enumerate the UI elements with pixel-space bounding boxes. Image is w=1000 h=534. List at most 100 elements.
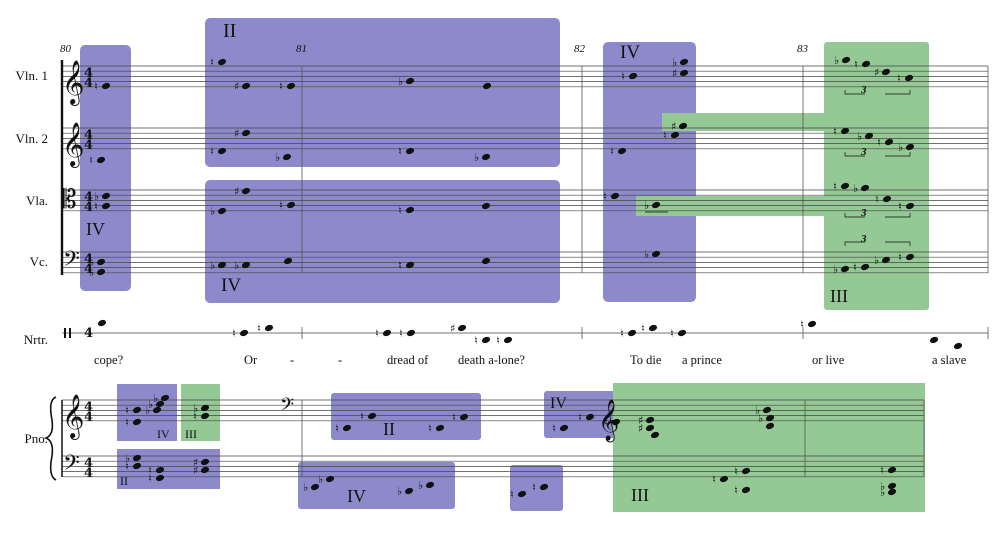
notehead [96, 268, 106, 276]
notehead [503, 336, 513, 344]
notehead [481, 257, 491, 265]
accidental: ♭ [125, 452, 130, 465]
accidental: ♭ [672, 56, 677, 69]
notehead [132, 462, 142, 470]
accidental: ♭ [234, 259, 239, 272]
time-sig-bottom: 4 [84, 76, 93, 91]
accidental: ♮ [148, 464, 152, 477]
notehead [155, 400, 165, 408]
region-label-strings-ii: II [223, 20, 237, 42]
notehead [559, 424, 569, 432]
accidental: ♮ [578, 411, 582, 424]
accidental: ♮ [398, 145, 402, 158]
notehead [241, 82, 251, 90]
notehead [241, 129, 251, 137]
accidental: ♭ [210, 205, 215, 218]
region-label-piano-iii-2: III [631, 485, 649, 505]
notehead [482, 82, 492, 90]
accidental: ♭ [474, 151, 479, 164]
accidental: ♮ [880, 464, 884, 477]
notehead [459, 413, 469, 421]
time-sig-top: 4 [84, 128, 93, 143]
accidental: ♯ [671, 120, 676, 133]
notehead [864, 132, 874, 140]
accidental: ♮ [474, 334, 478, 347]
notehead [881, 256, 891, 264]
accidental: ♮ [94, 80, 98, 93]
notehead [645, 424, 655, 432]
tuplet-vln2: 3 [861, 146, 867, 158]
notehead [882, 195, 892, 203]
measure-number-83: 83 [797, 43, 808, 55]
accidental: ♭ [153, 392, 158, 405]
accidental: ♮ [670, 327, 674, 340]
accidental: ♮ [125, 416, 129, 429]
region-label-strings-iii: III [830, 286, 848, 306]
lyric-dread-of: dread of [387, 353, 429, 367]
region-label-strings-iv-left: IV [86, 219, 105, 239]
accidental: ♮ [663, 129, 667, 142]
region-piano-iii-1 [181, 384, 220, 441]
notehead [404, 487, 414, 495]
time-sig-top: 4 [84, 400, 93, 415]
notehead [96, 156, 106, 164]
notehead [101, 192, 111, 200]
accidental: ♮ [94, 200, 98, 213]
lyric-a-slave: a slave [932, 353, 967, 367]
accidental: ♮ [210, 56, 214, 69]
time-sig-bottom: 4 [84, 200, 93, 215]
accidental: ♮ [125, 404, 129, 417]
notehead [435, 424, 445, 432]
accidental: ♮ [452, 411, 456, 424]
accidental: ♭ [318, 473, 323, 486]
notehead [155, 474, 165, 482]
notehead [611, 418, 621, 426]
accidental: ♯ [672, 67, 677, 80]
notehead [679, 69, 689, 77]
piano-brace [43, 396, 57, 481]
notehead [132, 454, 142, 462]
notehead [840, 182, 850, 190]
region-label-piano-ii-2: II [383, 419, 395, 439]
lyric-hyphen-2: - [338, 353, 343, 367]
notehead [160, 394, 170, 402]
accidental: ♯ [234, 185, 239, 198]
time-sig-bottom: 4 [84, 410, 93, 425]
region-strings-iii-band-vla [636, 196, 827, 216]
notehead [286, 201, 296, 209]
accidental: ♯ [234, 80, 239, 93]
accidental: ♯ [234, 127, 239, 140]
notehead [905, 143, 915, 151]
accidental: ♮ [552, 422, 556, 435]
notehead [217, 147, 227, 155]
accidental: ♭ [874, 254, 879, 267]
accidental: ♯ [638, 422, 643, 435]
accidental: ♭ [397, 485, 402, 498]
notehead [887, 482, 897, 490]
notehead [481, 202, 491, 210]
accidental: ♭ [303, 481, 308, 494]
notehead [679, 58, 689, 66]
accidental: ♮ [360, 410, 364, 423]
accidental: ♮ [398, 204, 402, 217]
notehead [405, 261, 415, 269]
accidental: ♭ [880, 480, 885, 493]
accidental: ♭ [89, 266, 94, 279]
region-piano-iii-2 [613, 383, 925, 512]
accidental: ♭ [148, 398, 153, 411]
tuplet-bracket-2 [844, 213, 911, 218]
bass-clef-pno-change: 𝄢 [280, 395, 294, 420]
notehead [132, 406, 142, 414]
treble-clef-pno: 𝄞 [62, 394, 84, 440]
lyric-to-die: To die [630, 353, 662, 367]
accidental: ♮ [853, 261, 857, 274]
accidental: ♭ [644, 199, 649, 212]
region-strings-iii-band-vln2 [662, 113, 827, 131]
measure-number-81: 81 [296, 43, 307, 55]
notehead [807, 320, 817, 328]
region-label-piano-iii-1: III [185, 427, 197, 441]
region-piano-iv-1 [117, 384, 177, 441]
accidental: ♮ [833, 180, 837, 193]
accidental: ♯ [193, 456, 198, 469]
notehead [264, 324, 274, 332]
